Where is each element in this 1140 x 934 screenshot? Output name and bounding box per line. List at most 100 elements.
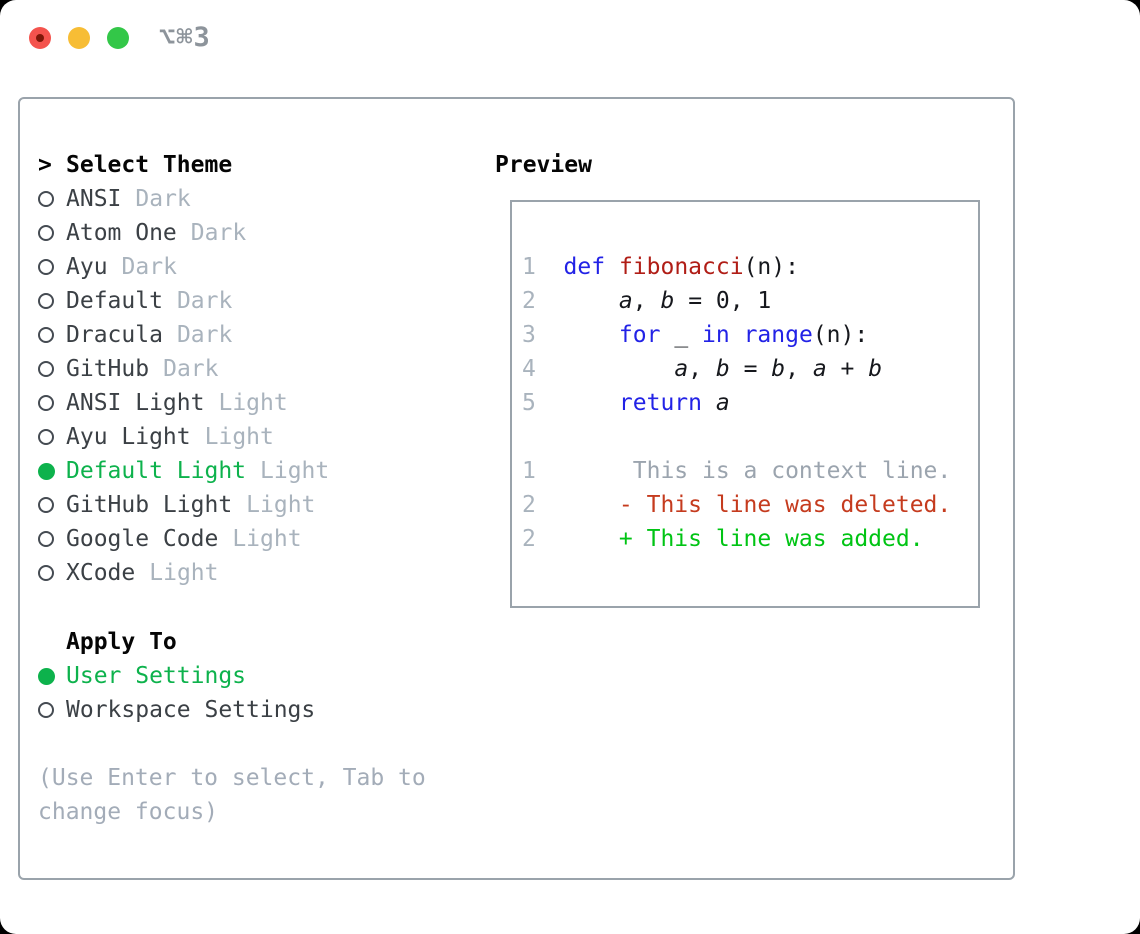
code-token-p — [564, 356, 675, 382]
code-token-p — [605, 254, 619, 280]
theme-item-label: Default Light — [66, 458, 247, 484]
close-button[interactable] — [29, 27, 51, 49]
theme-item-label: Ayu — [66, 254, 108, 280]
line-number: 5 — [522, 390, 536, 416]
theme-item-variant: Light — [218, 390, 288, 416]
apply-option-label: Workspace Settings — [66, 697, 316, 723]
theme-item-variant: Light — [204, 424, 274, 450]
code-token-p: , — [632, 288, 661, 314]
select-theme-title: Select Theme — [66, 152, 233, 178]
close-modified-dot-icon — [36, 34, 44, 42]
code-token-kw: in — [702, 322, 730, 348]
line-number: 2 — [522, 492, 536, 518]
help-line-2: change focus) — [38, 799, 219, 825]
theme-item-variant: Dark — [121, 254, 177, 280]
radio-unselected-icon — [38, 327, 54, 343]
code-token-p: (n): — [812, 322, 869, 348]
theme-item-variant: Dark — [176, 288, 233, 314]
theme-item-label: ANSI — [66, 186, 122, 212]
code-token-p — [730, 322, 744, 348]
preview-title: Preview — [495, 152, 592, 178]
theme-item-variant: Light — [246, 492, 316, 518]
apply-to-title: Apply To — [66, 629, 177, 655]
line-number: 4 — [522, 356, 536, 382]
radio-unselected-icon — [38, 565, 54, 581]
radio-unselected-icon — [38, 429, 54, 445]
theme-item-label: ANSI Light — [66, 390, 205, 416]
maximize-button[interactable] — [107, 27, 129, 49]
theme-item-variant: Dark — [163, 356, 219, 382]
theme-item-variant: Dark — [176, 322, 233, 348]
code-token-fn: fibonacci — [618, 254, 744, 280]
theme-item-label: Ayu Light — [66, 424, 191, 450]
radio-unselected-icon — [38, 702, 54, 718]
prompt-caret-icon: > — [38, 152, 52, 178]
code-token-p: (n): — [743, 254, 799, 280]
code-token-p: , — [688, 356, 716, 382]
code-token-v: b — [771, 356, 786, 382]
line-number: 3 — [522, 322, 536, 348]
code-token-p — [702, 390, 716, 416]
code-token-v: a — [812, 356, 827, 382]
line-number: 1 — [522, 254, 536, 280]
preview-code-line: 2 - This line was deleted. — [522, 488, 978, 522]
radio-unselected-icon — [38, 191, 54, 207]
code-token-p: _ — [660, 322, 703, 348]
code-token-v: b — [660, 288, 675, 314]
line-number: 1 — [522, 458, 536, 484]
code-token-v: a — [715, 390, 730, 416]
help-text: (Use Enter to select, Tab to change focu… — [38, 761, 495, 829]
radio-selected-icon — [38, 462, 55, 480]
apply-option-user-settings[interactable]: User Settings — [38, 659, 495, 693]
theme-item-label: XCode — [66, 560, 136, 586]
theme-item-ayu[interactable]: Ayu Dark — [38, 250, 495, 284]
code-token-p: + — [826, 356, 869, 382]
preview-code-line: 2 a, b = 0, 1 — [522, 284, 978, 318]
preview-code-line: 1 This is a context line. — [522, 454, 978, 488]
apply-option-workspace-settings[interactable]: Workspace Settings — [38, 693, 495, 727]
theme-item-ayu-light[interactable]: Ayu Light Light — [38, 420, 495, 454]
minimize-button[interactable] — [68, 27, 90, 49]
radio-unselected-icon — [38, 293, 54, 309]
code-token-p — [564, 390, 619, 416]
line-number: 2 — [522, 526, 536, 552]
preview-code-line: 5 return a — [522, 386, 978, 420]
code-token-kw: return — [618, 390, 703, 416]
preview-code-line: 2 + This line was added. — [522, 522, 978, 556]
code-token-p: = 0, 1 — [674, 288, 772, 314]
code-token-kw: for — [618, 322, 661, 348]
preview-code-line: 3 for _ in range(n): — [522, 318, 978, 352]
theme-item-xcode[interactable]: XCode Light — [38, 556, 495, 590]
apply-option-label: User Settings — [66, 663, 247, 689]
code-token-ctx: This is a context line. — [563, 458, 952, 484]
theme-item-variant: Light — [149, 560, 219, 586]
theme-item-variant: Dark — [190, 220, 247, 246]
theme-item-default[interactable]: Default Dark — [38, 284, 495, 318]
preview-code-line — [522, 420, 978, 454]
titlebar: ⌥⌘3 — [29, 24, 211, 51]
theme-item-variant: Light — [232, 526, 302, 552]
theme-item-ansi-light[interactable]: ANSI Light Light — [38, 386, 495, 420]
code-token-v: b — [715, 356, 730, 382]
radio-unselected-icon — [38, 395, 54, 411]
code-token-del: - This line was deleted. — [563, 492, 952, 518]
select-theme-header: > Select Theme — [38, 148, 495, 182]
code-token-p — [564, 288, 619, 314]
theme-item-label: Default — [66, 288, 163, 314]
radio-selected-icon — [38, 667, 55, 685]
code-token-v: a — [618, 288, 633, 314]
